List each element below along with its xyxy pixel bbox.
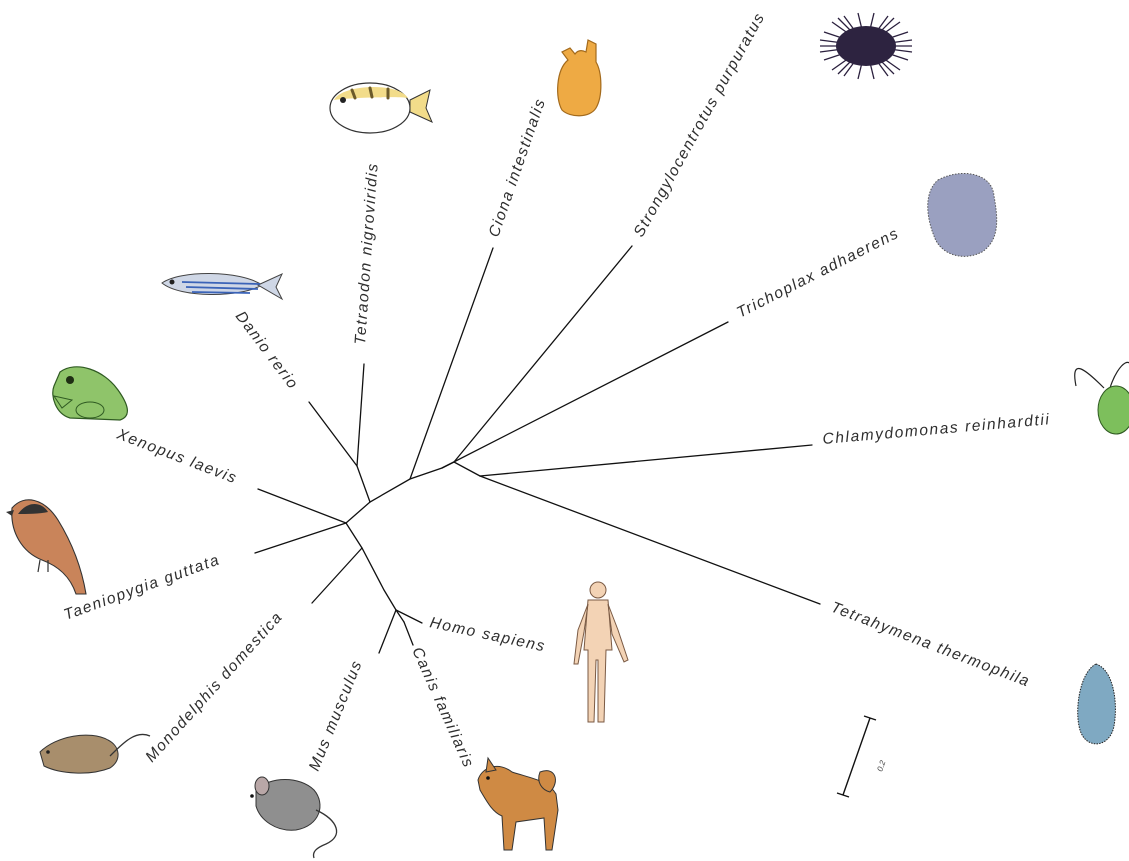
branch-tetraodon xyxy=(357,364,370,502)
branch-backbone-lower xyxy=(346,523,404,622)
label-taeniopygia: Taeniopygia guttata xyxy=(62,551,223,623)
branch-chlamydomonas xyxy=(480,445,812,476)
label-monodelphis: Monodelphis domestica xyxy=(142,608,286,765)
zebrafish-icon xyxy=(162,273,282,299)
pufferfish-icon xyxy=(330,83,432,133)
branch-xenopus xyxy=(258,489,346,523)
branch-tetrahymena xyxy=(480,476,820,604)
human-icon xyxy=(574,582,628,722)
branch-strongylocentrotus xyxy=(454,246,632,462)
label-danio: Danio rerio xyxy=(232,308,302,393)
species-labels: Strongylocentrotus purpuratus Ciona inte… xyxy=(62,10,1052,774)
label-homo: Homo sapiens xyxy=(428,614,547,655)
branch-trichoplax xyxy=(442,322,728,468)
label-strongylocentrotus: Strongylocentrotus purpuratus xyxy=(631,10,769,240)
label-chlamydomonas: Chlamydomonas reinhardtii xyxy=(822,411,1051,448)
scale-bar-line xyxy=(843,718,870,795)
label-xenopus: Xenopus laevis xyxy=(114,426,240,488)
branch-mus xyxy=(379,610,396,653)
label-ciona: Ciona intestinalis xyxy=(486,96,550,240)
green-alga-icon xyxy=(1075,362,1129,434)
branch-monodelphis xyxy=(312,548,362,603)
label-tetrahymena: Tetrahymena thermophila xyxy=(829,599,1033,691)
mouse-icon xyxy=(250,777,336,858)
frog-icon xyxy=(53,367,128,420)
label-mus: Mus musculus xyxy=(306,657,366,773)
sea-squirt-icon xyxy=(558,40,601,116)
branch-canis xyxy=(404,622,413,645)
scale-bar: 0.2 xyxy=(837,716,888,797)
dog-icon xyxy=(478,758,558,850)
label-trichoplax: Trichoplax adhaerens xyxy=(734,225,902,322)
branch-taeniopygia xyxy=(255,523,346,553)
sea-urchin-icon xyxy=(820,13,912,79)
branch-danio xyxy=(309,402,357,466)
label-tetraodon: Tetraodon nigroviridis xyxy=(352,162,382,346)
scale-bar-label: 0.2 xyxy=(875,759,887,773)
bird-icon xyxy=(6,500,86,594)
ciliate-icon xyxy=(1078,664,1116,744)
opossum-icon xyxy=(40,734,150,773)
label-canis: Canis familiaris xyxy=(408,645,477,771)
placozoan-icon xyxy=(928,173,997,256)
branch-ciona xyxy=(410,248,493,479)
